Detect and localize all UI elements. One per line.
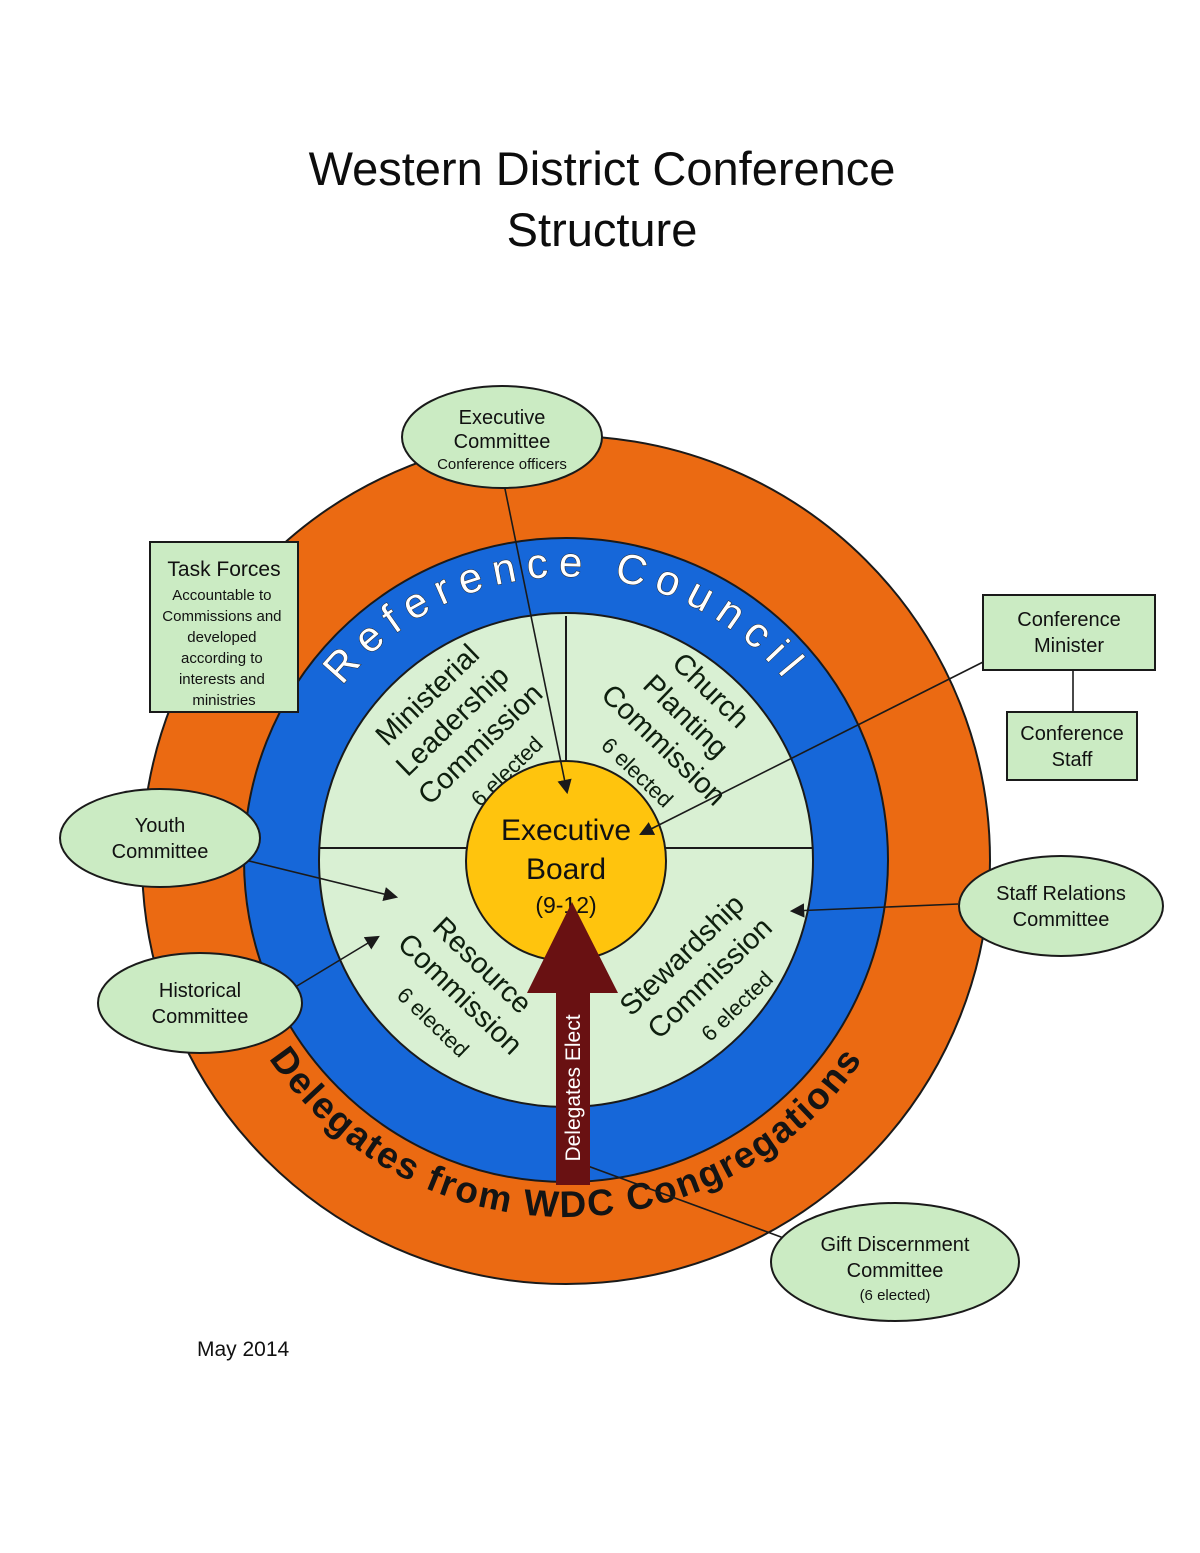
gift-discernment-line-2: Committee bbox=[847, 1260, 944, 1282]
line-executive-committee-to-board bbox=[503, 483, 572, 795]
line-staff-relations-to-stewardship bbox=[789, 903, 959, 918]
conference-staff-line-2: Staff bbox=[1052, 749, 1093, 771]
youth-committee-ellipse bbox=[59, 788, 261, 888]
page-title-line-2: Structure bbox=[507, 203, 698, 256]
task-forces-body-line: ministries bbox=[192, 692, 255, 709]
historical-committee-line-2: Committee bbox=[152, 1006, 249, 1028]
church-planting-commission-label: Church Planting Commission 6 elected bbox=[595, 647, 755, 813]
task-forces-box bbox=[149, 541, 299, 713]
gift-discernment-note: (6 elected) bbox=[860, 1287, 931, 1304]
task-forces-body-line: according to bbox=[181, 650, 263, 667]
executive-committee-line-1: Executive bbox=[459, 407, 546, 429]
executive-board-line-2: Board bbox=[526, 853, 606, 886]
delegates-elect-arrow bbox=[527, 902, 618, 1185]
gift-discernment-ellipse bbox=[770, 1202, 1020, 1322]
executive-board-line-1: Executive bbox=[501, 814, 631, 847]
executive-board-size: (9-12) bbox=[535, 892, 596, 918]
executive-committee-ellipse bbox=[401, 385, 603, 489]
youth-committee-line-2: Committee bbox=[112, 841, 209, 863]
task-forces-body-line: developed bbox=[187, 629, 256, 646]
executive-committee-note: Conference officers bbox=[437, 456, 567, 473]
staff-relations-line-2: Committee bbox=[1013, 909, 1110, 931]
task-forces-body-line: Commissions and bbox=[162, 608, 281, 625]
historical-committee-ellipse bbox=[97, 952, 303, 1054]
quadrant-dividers bbox=[320, 616, 812, 849]
conference-staff-line-1: Conference bbox=[1020, 723, 1123, 745]
date-label: May 2014 bbox=[197, 1338, 290, 1361]
conference-minister-box bbox=[982, 594, 1156, 671]
gift-discernment-line-1: Gift Discernment bbox=[821, 1234, 970, 1256]
youth-committee-line-1: Youth bbox=[135, 815, 185, 837]
task-forces-body-line: Accountable to bbox=[172, 587, 271, 604]
conference-staff-box bbox=[1006, 711, 1138, 781]
staff-relations-ellipse bbox=[958, 855, 1164, 957]
staff-relations-line-1: Staff Relations bbox=[996, 883, 1126, 905]
conference-minister-line-1: Conference bbox=[1017, 609, 1120, 631]
executive-committee-line-2: Committee bbox=[454, 431, 551, 453]
line-historical-to-resource bbox=[286, 935, 380, 993]
historical-committee-line-1: Historical bbox=[159, 980, 241, 1002]
line-conference-minister-to-board bbox=[639, 652, 1002, 835]
conference-minister-line-2: Minister bbox=[1034, 635, 1104, 657]
task-forces-body: Accountable to Commissions and developed… bbox=[162, 587, 285, 709]
connector-lines bbox=[232, 483, 1074, 1247]
line-to-gift-discernment bbox=[565, 1157, 803, 1247]
task-forces-title: Task Forces bbox=[167, 558, 280, 581]
page-title-line-1: Western District Conference bbox=[309, 142, 896, 195]
task-forces-body-line: interests and bbox=[179, 671, 265, 688]
delegates-elect-arrow-label: Delegates Elect bbox=[562, 1014, 585, 1161]
line-youth-to-resource bbox=[232, 856, 399, 902]
